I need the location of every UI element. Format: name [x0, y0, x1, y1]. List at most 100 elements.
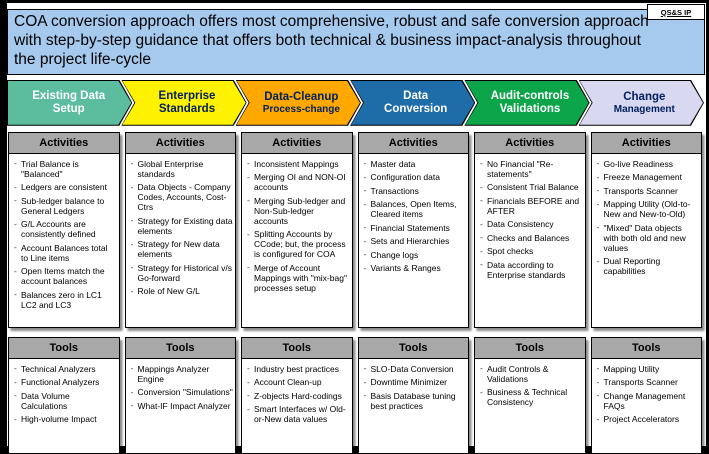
- bullet-item: Financials BEFORE and AFTER: [478, 195, 583, 216]
- activities-panel-header: Activities: [591, 132, 701, 154]
- bullet-item: Open Items match the account balances: [12, 266, 117, 287]
- bullet-item: Account Clean-up: [245, 377, 350, 388]
- bullet-item: Transports Scanner: [595, 185, 700, 196]
- bullet-item: Project Accelerators: [595, 414, 700, 425]
- bullet-item: Mapping Utility (Old-to-New and New-to-O…: [595, 199, 700, 220]
- activities-bullet-list: Master dataConfiguration dataTransaction…: [359, 154, 469, 279]
- bullet-item: Change logs: [362, 249, 467, 260]
- bullet-item: Account Balances total to Line items: [12, 242, 117, 263]
- phase-column-2: ActivitiesGlobal Enterprise standardsDat…: [124, 131, 236, 454]
- bullet-item: Z-objects Hard-codings: [245, 390, 350, 401]
- tools-bullet-list: Industry best practicesAccount Clean-upZ…: [242, 359, 352, 430]
- bullet-item: Splitting Accounts by CCode; but, the pr…: [245, 229, 350, 260]
- bullet-item: Smart Interfaces w/ Old-or-New data valu…: [245, 404, 350, 425]
- bullet-item: Global Enterprise standards: [129, 158, 234, 179]
- bullet-item: Ledgers are consistent: [12, 182, 117, 193]
- banner-text: COA conversion approach offers most comp…: [14, 13, 649, 68]
- activities-bullet-list: No Financial "Re-statements" Consistent T…: [475, 154, 585, 286]
- phase-label-line2: Setup: [52, 102, 85, 115]
- bullet-item: Financial Statements: [362, 222, 467, 233]
- bullet-item: Basis Database tuning best practices: [362, 390, 467, 411]
- activities-panel-header: Activities: [475, 132, 585, 154]
- phase-column-1: ActivitiesTrial Balance is "Balanced"Led…: [8, 131, 120, 454]
- activities-panel: ActivitiesMaster dataConfiguration dataT…: [357, 131, 469, 328]
- phase-column-4: ActivitiesMaster dataConfiguration dataT…: [357, 131, 469, 454]
- phase-label-line1: Data: [403, 89, 429, 102]
- bullet-item: G/L Accounts are consistently defined: [12, 219, 117, 240]
- activities-panel: ActivitiesGo-live ReadinessFreeze Manage…: [590, 131, 702, 328]
- bullet-item: Sub-ledger balance to General Ledgers: [12, 195, 117, 216]
- tools-panel: ToolsMappings Analyzer EngineConversion …: [124, 336, 236, 454]
- bullet-item: Transactions: [362, 185, 467, 196]
- phase-label-line2: Validations: [499, 102, 561, 115]
- bullet-item: Balances zero in LC1 LC2 and LC3: [12, 289, 117, 310]
- tools-bullet-list: Technical AnalyzersFunctional AnalyzersD…: [9, 359, 119, 430]
- bullet-item: High-volume Impact: [12, 414, 117, 425]
- bullet-item: Conversion "Simulations": [129, 387, 234, 398]
- phase-label-line1: Existing Data: [32, 89, 106, 102]
- bullet-item: Consistent Trial Balance: [478, 182, 583, 193]
- tools-bullet-list: Audit Controls & ValidationsBusiness & T…: [475, 359, 585, 413]
- phase-label-line1: Data-Cleanup: [264, 90, 339, 103]
- tools-panel: ToolsSLO-Data ConversionDowntime Minimiz…: [357, 336, 469, 454]
- phase-label-line2: Process-change: [262, 103, 340, 115]
- bullet-item: Functional Analyzers: [12, 377, 117, 388]
- activities-bullet-list: Inconsistent MappingsMerging OI and NON-…: [242, 154, 352, 299]
- bullet-item: Data Volume Calculations: [12, 390, 117, 411]
- phase-label-line1: Enterprise: [158, 89, 216, 102]
- bullet-item: Data Objects - Company Codes, Accounts, …: [129, 182, 234, 213]
- bullet-item: Industry best practices: [245, 363, 350, 374]
- bullet-item: Data Consistency: [478, 219, 583, 230]
- tools-panel: ToolsIndustry best practicesAccount Clea…: [241, 336, 353, 454]
- bullet-item: Role of New G/L: [129, 286, 234, 297]
- phase-label-line2: Standards: [158, 102, 216, 115]
- bullet-item: Merging OI and NON-OI accounts: [245, 172, 350, 193]
- bullet-item: "Mixed" Data objects with both old and n…: [595, 222, 700, 253]
- bullet-item: Strategy for Existing data elements: [129, 215, 234, 236]
- bullet-item: Technical Analyzers: [12, 363, 117, 374]
- bullet-item: Master data: [362, 158, 467, 169]
- bullet-item: Go-live Readiness: [595, 158, 700, 169]
- activities-panel: ActivitiesInconsistent MappingsMerging O…: [241, 131, 353, 328]
- activities-bullet-list: Trial Balance is "Balanced" Ledgers are c…: [9, 154, 119, 316]
- activities-bullet-list: Global Enterprise standardsData Objects …: [126, 154, 236, 302]
- phase-label-line2: Conversion: [384, 102, 448, 115]
- bullet-item: Merge of Account Mappings with "mix-bag"…: [245, 262, 350, 293]
- tools-bullet-list: Mappings Analyzer EngineConversion "Simu…: [126, 359, 236, 417]
- activities-panel-header: Activities: [125, 132, 235, 154]
- title-banner: COA conversion approach offers most comp…: [7, 9, 705, 75]
- bullet-item: No Financial "Re-statements": [478, 158, 583, 179]
- phase-column-5: Activities No Financial "Re-statements" Co…: [474, 131, 586, 454]
- tools-panel-header: Tools: [475, 337, 585, 359]
- phase-label-line1: Audit-controls: [490, 89, 570, 102]
- phase-label-line1: Change: [623, 90, 666, 103]
- bullet-item: Data according to Enterprise standards: [478, 259, 583, 280]
- bullet-item: What-IF Impact Analyzer: [129, 400, 234, 411]
- activities-panel: Activities No Financial "Re-statements" Co…: [474, 131, 586, 328]
- bullet-item: Trial Balance is "Balanced": [12, 158, 117, 179]
- qss-ip-badge-label: QS&S IP: [660, 7, 692, 17]
- activities-panel-header: Activities: [242, 132, 352, 154]
- bullet-item: Mapping Utility: [595, 363, 700, 374]
- tools-panel-header: Tools: [358, 337, 468, 359]
- tools-panel-header: Tools: [591, 337, 701, 359]
- phase-label-line2: Management: [613, 103, 675, 115]
- bullet-item: Merging Sub-ledger and Non-Sub-ledger ac…: [245, 195, 350, 226]
- phase-column-6: ActivitiesGo-live ReadinessFreeze Manage…: [590, 131, 702, 454]
- bullet-item: Inconsistent Mappings: [245, 158, 350, 169]
- bullet-item: Strategy for New data elements: [129, 239, 234, 260]
- activities-panel-header: Activities: [358, 132, 468, 154]
- qss-ip-badge: QS&S IP: [647, 4, 705, 20]
